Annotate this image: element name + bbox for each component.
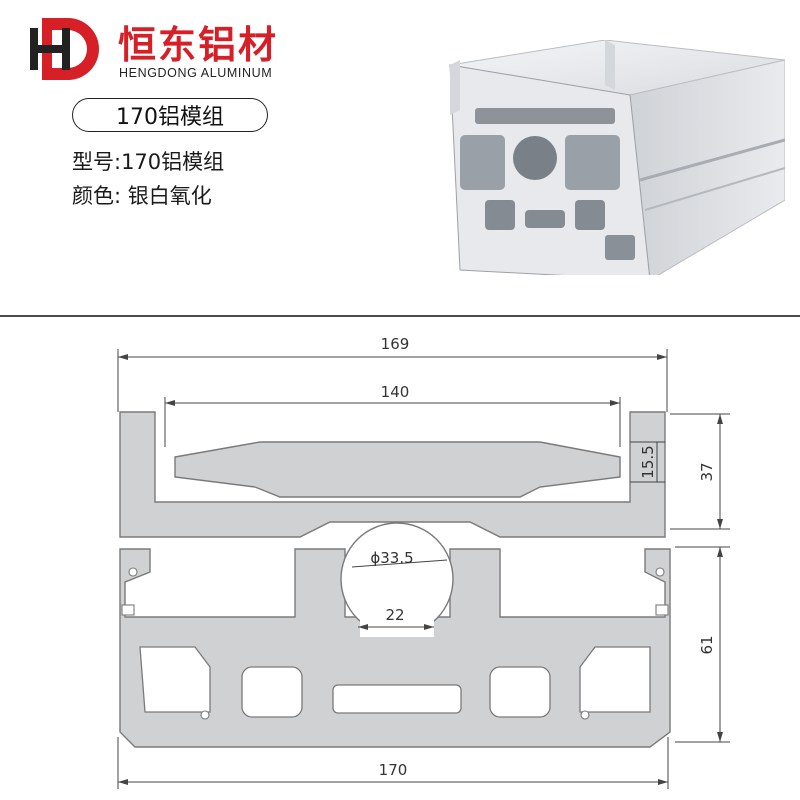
section-divider xyxy=(0,315,800,317)
product-3d-image xyxy=(449,40,785,275)
product-title-pill: 170铝模组 xyxy=(72,98,268,132)
brand-name-chinese: 恒东铝材 xyxy=(118,23,279,67)
model-spec-line: 型号:170铝模组 xyxy=(72,150,225,174)
right-window xyxy=(579,646,651,713)
center-slot xyxy=(332,684,462,714)
dim-lip-height: 15.5 xyxy=(639,445,657,478)
dim-bore-diameter: ϕ33.5 xyxy=(370,549,413,567)
dim-overall-top-width: 169 xyxy=(381,335,410,353)
dim-lower-height: 61 xyxy=(698,635,716,654)
profile-cross-section-drawing: 169 140 15.5 37 61 170 ϕ33.5 22 xyxy=(117,335,730,789)
left-inner-window xyxy=(241,666,303,718)
brand-name-english: HENGDONG ALUMINUM xyxy=(119,66,273,80)
inner-rail-profile xyxy=(174,441,621,498)
right-inner-window xyxy=(489,666,551,718)
upper-carriage-profile xyxy=(119,411,666,538)
color-spec-line: 颜色: 银白氧化 xyxy=(72,184,212,208)
hd-logo-icon xyxy=(30,18,99,80)
dim-inner-channel-width: 140 xyxy=(381,383,410,401)
left-window xyxy=(139,646,211,713)
dim-slot-width: 22 xyxy=(385,606,404,624)
dim-upper-height: 37 xyxy=(698,462,716,481)
dim-overall-bottom-width: 170 xyxy=(379,761,408,779)
